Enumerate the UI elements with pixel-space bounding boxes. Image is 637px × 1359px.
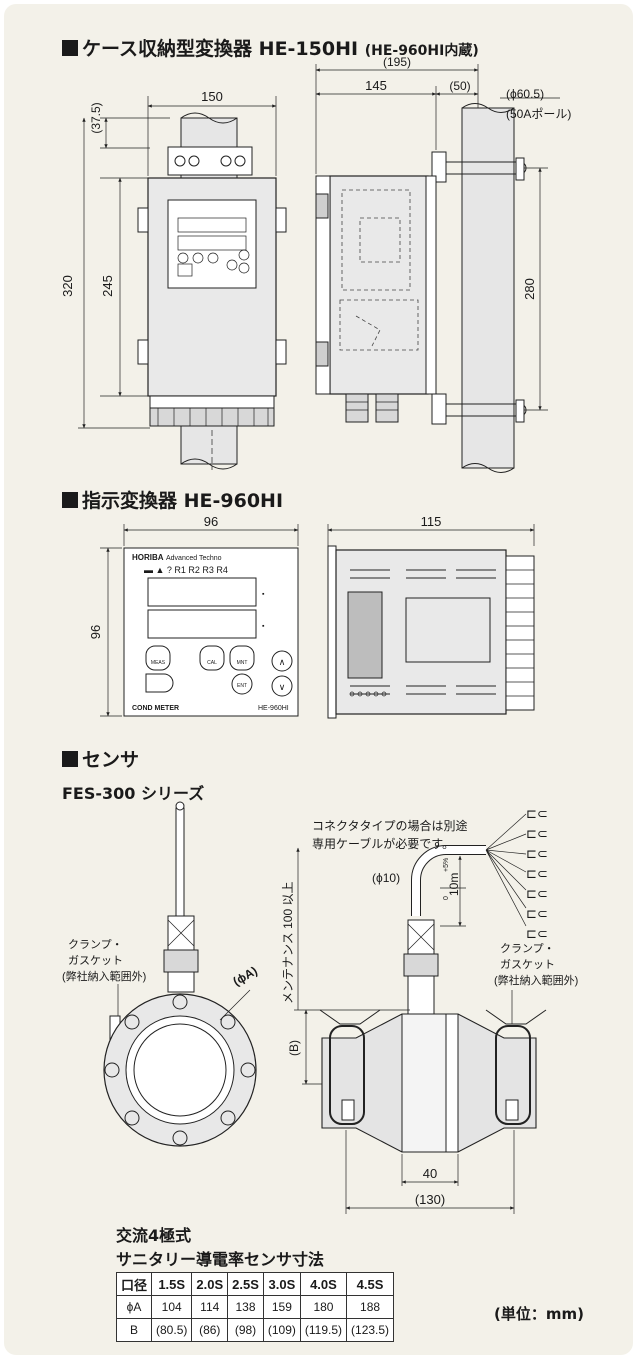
panel-indicators: ▬ ▲ ? R1 R2 R3 R4 <box>144 565 228 575</box>
table-header-cell: 3.0S <box>262 1272 301 1296</box>
dim-phi-a: (ϕA) <box>231 964 260 989</box>
table-cell: 180 <box>299 1295 348 1319</box>
table-header-cell: 1.5S <box>151 1272 193 1296</box>
dim-maintenance: メンテナンス 100 以上 <box>281 882 295 1004</box>
dim-cable-tol: +5% <box>443 858 450 872</box>
dim-front-width: 96 <box>204 514 218 529</box>
table-cell: 104 <box>151 1295 193 1319</box>
svg-text:⊏⊂: ⊏⊂ <box>526 926 548 941</box>
table-header-cell: 2.0S <box>191 1272 229 1296</box>
dimension-table: 口径 1.5S 2.0S 2.5S 3.0S 4.0S 4.5S ϕA 104 … <box>115 1272 395 1342</box>
clamp-left-l3: (弊社納入範囲外) <box>62 969 146 983</box>
dim-cable-tol-low: 0 <box>443 896 450 900</box>
clamp-right-l2: ガスケット <box>500 958 555 971</box>
table-header-cell: 4.0S <box>299 1272 348 1296</box>
svg-text:⊏⊂: ⊏⊂ <box>526 906 548 921</box>
dim-overall-side: (195) <box>383 55 411 69</box>
dim-top-offset: (37.5) <box>89 102 103 133</box>
sensor-side-view: ⊏⊂ ⊏⊂ ⊏⊂ ⊏⊂ ⊏⊂ ⊏⊂ ⊏⊂ <box>319 806 548 1153</box>
dim-pole-type: (50Aポール) <box>506 107 571 121</box>
svg-text:▪: ▪ <box>262 623 265 630</box>
he150-front-dimensions: 150 (37.5) 320 245 <box>60 89 277 429</box>
svg-text:▪: ▪ <box>262 591 265 598</box>
table-header-cell: 口径 <box>115 1272 153 1296</box>
table-cell: (98) <box>227 1318 264 1342</box>
mnt-key-label: MNT <box>237 660 248 666</box>
dim-130: (130) <box>415 1192 445 1207</box>
he960-front-view: 96 96 HORIBA Advanced Techno ▬ ▲ ? R1 R2… <box>88 514 299 717</box>
he960-side-view: 115 <box>327 514 535 719</box>
table-cell: 159 <box>262 1295 301 1319</box>
meas-key-label: MEAS <box>151 660 166 666</box>
table-caption-1: 交流4極式 <box>116 1226 192 1245</box>
svg-text:⊏⊂: ⊏⊂ <box>526 826 548 841</box>
table-cell: 114 <box>191 1295 229 1319</box>
svg-text:⊏⊂: ⊏⊂ <box>526 846 548 861</box>
model-left: COND METER <box>132 705 179 712</box>
dim-cable-len: 10m <box>447 873 461 896</box>
table-cell: B <box>115 1318 153 1342</box>
dim-width-front: 150 <box>201 89 223 104</box>
svg-text:⊏⊂: ⊏⊂ <box>526 866 548 881</box>
table-cell: 138 <box>227 1295 264 1319</box>
table-cell: 188 <box>346 1295 395 1319</box>
dim-pole-diameter: (ϕ60.5) <box>506 87 544 101</box>
note-line1: コネクタタイプの場合は別途 <box>312 818 468 833</box>
svg-text:⊏⊂: ⊏⊂ <box>526 886 548 901</box>
model-right: HE-960HI <box>258 705 289 712</box>
dim-height-body: 245 <box>100 275 115 297</box>
table-row: B (80.5) (86) (98) (109) (119.5) (123.5) <box>115 1318 395 1342</box>
svg-text:∧: ∧ <box>279 657 286 667</box>
unit-label: (単位：mm) <box>494 1305 584 1323</box>
clamp-left-l1: クランプ・ <box>68 938 123 951</box>
dim-depth: 115 <box>421 514 442 529</box>
dim-front-height: 96 <box>88 625 103 639</box>
svg-text:⊏⊂: ⊏⊂ <box>526 806 548 821</box>
brand-logo: HORIBA <box>132 553 164 562</box>
table-cell: (86) <box>191 1318 229 1342</box>
sensor-dimensions: コネクタタイプの場合は別途 専用ケーブルが必要です。 (ϕ10) 10m +5%… <box>281 818 578 1214</box>
sensor-front-view: (ϕA) <box>103 801 260 1147</box>
table-cell: ϕA <box>115 1295 153 1319</box>
he150-side-dimensions: (195) 145 (50) (ϕ60.5) (50Aポール) 280 <box>315 55 571 411</box>
section-title-sensor: センサ <box>62 745 139 772</box>
dim-side-body: 145 <box>365 78 387 93</box>
clamp-left-l2: ガスケット <box>68 954 123 967</box>
clamp-right-l3: (弊社納入範囲外) <box>494 973 578 987</box>
dim-mount-pitch: 280 <box>522 278 537 300</box>
svg-text:∨: ∨ <box>279 682 286 692</box>
section-title-indicator: 指示変換器 HE-960HI <box>62 486 283 513</box>
table-header-cell: 4.5S <box>346 1272 395 1296</box>
ent-key-label: ENT <box>237 683 247 689</box>
table-cell: (123.5) <box>346 1318 395 1342</box>
table-header-row: 口径 1.5S 2.0S 2.5S 3.0S 4.0S 4.5S <box>115 1272 395 1296</box>
dim-40: 40 <box>423 1166 437 1181</box>
table-caption-2: サニタリー導電率センサ寸法 <box>116 1250 325 1269</box>
table-header-cell: 2.5S <box>227 1272 264 1296</box>
dim-side-offset: (50) <box>449 79 470 93</box>
section-title-case-converter: ケース収納型変換器 HE-150HI (HE-960HI内蔵) <box>62 34 479 61</box>
dim-b: (B) <box>287 1040 301 1056</box>
dim-height-total: 320 <box>60 275 75 297</box>
he150-side-view <box>315 103 527 473</box>
he150-front-view <box>137 112 287 470</box>
sensor-series-label: FES-300 シリーズ <box>62 784 205 803</box>
table-cell: (119.5) <box>299 1318 348 1342</box>
table-cell: (109) <box>262 1318 301 1342</box>
table-cell: (80.5) <box>151 1318 193 1342</box>
dim-cable-dia: (ϕ10) <box>372 871 400 885</box>
brand-sub: Advanced Techno <box>166 555 222 562</box>
note-line2: 専用ケーブルが必要です。 <box>312 836 454 851</box>
table-row: ϕA 104 114 138 159 180 188 <box>115 1295 395 1319</box>
clamp-right-l1: クランプ・ <box>500 942 555 955</box>
cal-key-label: CAL <box>207 660 217 666</box>
